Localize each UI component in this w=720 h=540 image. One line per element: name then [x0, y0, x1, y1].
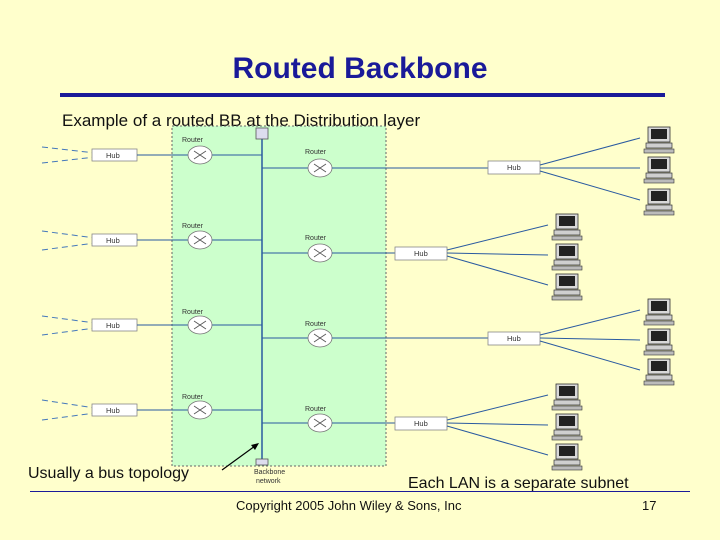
pc-icon: [643, 358, 675, 386]
caption-bus-topology: Usually a bus topology: [28, 465, 189, 482]
hub-label: Hub: [106, 151, 120, 160]
left-row-1: Hub Router: [41, 137, 262, 165]
caption-separate-subnet: Each LAN is a separate subnet: [408, 475, 629, 492]
pc-icon: [551, 383, 583, 411]
hub-label: Hub: [106, 321, 120, 330]
pc-icon: [551, 273, 583, 301]
router-label: Router: [305, 406, 327, 413]
right-row-3: Router Hub: [262, 309, 641, 371]
pc-icon: [643, 126, 675, 154]
slide-title: Routed Backbone: [232, 52, 488, 85]
right-row-4: Router Hub: [262, 394, 549, 456]
hub-label: Hub: [414, 419, 428, 428]
backbone-terminator-bottom: [255, 458, 269, 466]
page-number: 17: [642, 498, 657, 513]
router-label: Router: [305, 235, 327, 242]
footer-rule: [30, 491, 690, 492]
left-row-2: Hub Router: [41, 223, 262, 251]
pc-icon: [643, 156, 675, 184]
caption-arrow: [221, 445, 256, 471]
hub-label: Hub: [414, 249, 428, 258]
pc-icon: [643, 188, 675, 216]
router-label: Router: [182, 137, 204, 144]
right-row-2: Router Hub: [262, 224, 549, 286]
hub-label: Hub: [106, 406, 120, 415]
pc-icon: [551, 213, 583, 241]
hub-label: Hub: [507, 334, 521, 343]
pc-icon: [551, 243, 583, 271]
copyright-text: Copyright 2005 John Wiley & Sons, Inc: [236, 498, 462, 513]
router-label: Router: [305, 321, 327, 328]
router-label: Router: [182, 309, 204, 316]
slide-subtitle: Example of a routed BB at the Distributi…: [62, 111, 421, 130]
pc-icon: [551, 413, 583, 441]
left-row-4: Hub Router: [41, 394, 262, 421]
router-label: Router: [182, 223, 204, 230]
pc-icon: [551, 443, 583, 471]
right-row-1: Router Hub: [262, 137, 641, 201]
left-row-3: Hub Router: [41, 309, 262, 336]
caption-arrow-head: [251, 443, 259, 450]
backbone-label-line2: network: [256, 478, 281, 485]
hub-label: Hub: [106, 236, 120, 245]
title-underline: [60, 93, 665, 97]
backbone-terminator-top: [255, 127, 269, 140]
pc-icon: [643, 298, 675, 326]
hub-label: Hub: [507, 163, 521, 172]
pc-icon: [643, 328, 675, 356]
pc-icons: [551, 126, 675, 471]
backbone-label-line1: Backbone: [254, 469, 285, 476]
router-label: Router: [305, 149, 327, 156]
router-label: Router: [182, 394, 204, 401]
